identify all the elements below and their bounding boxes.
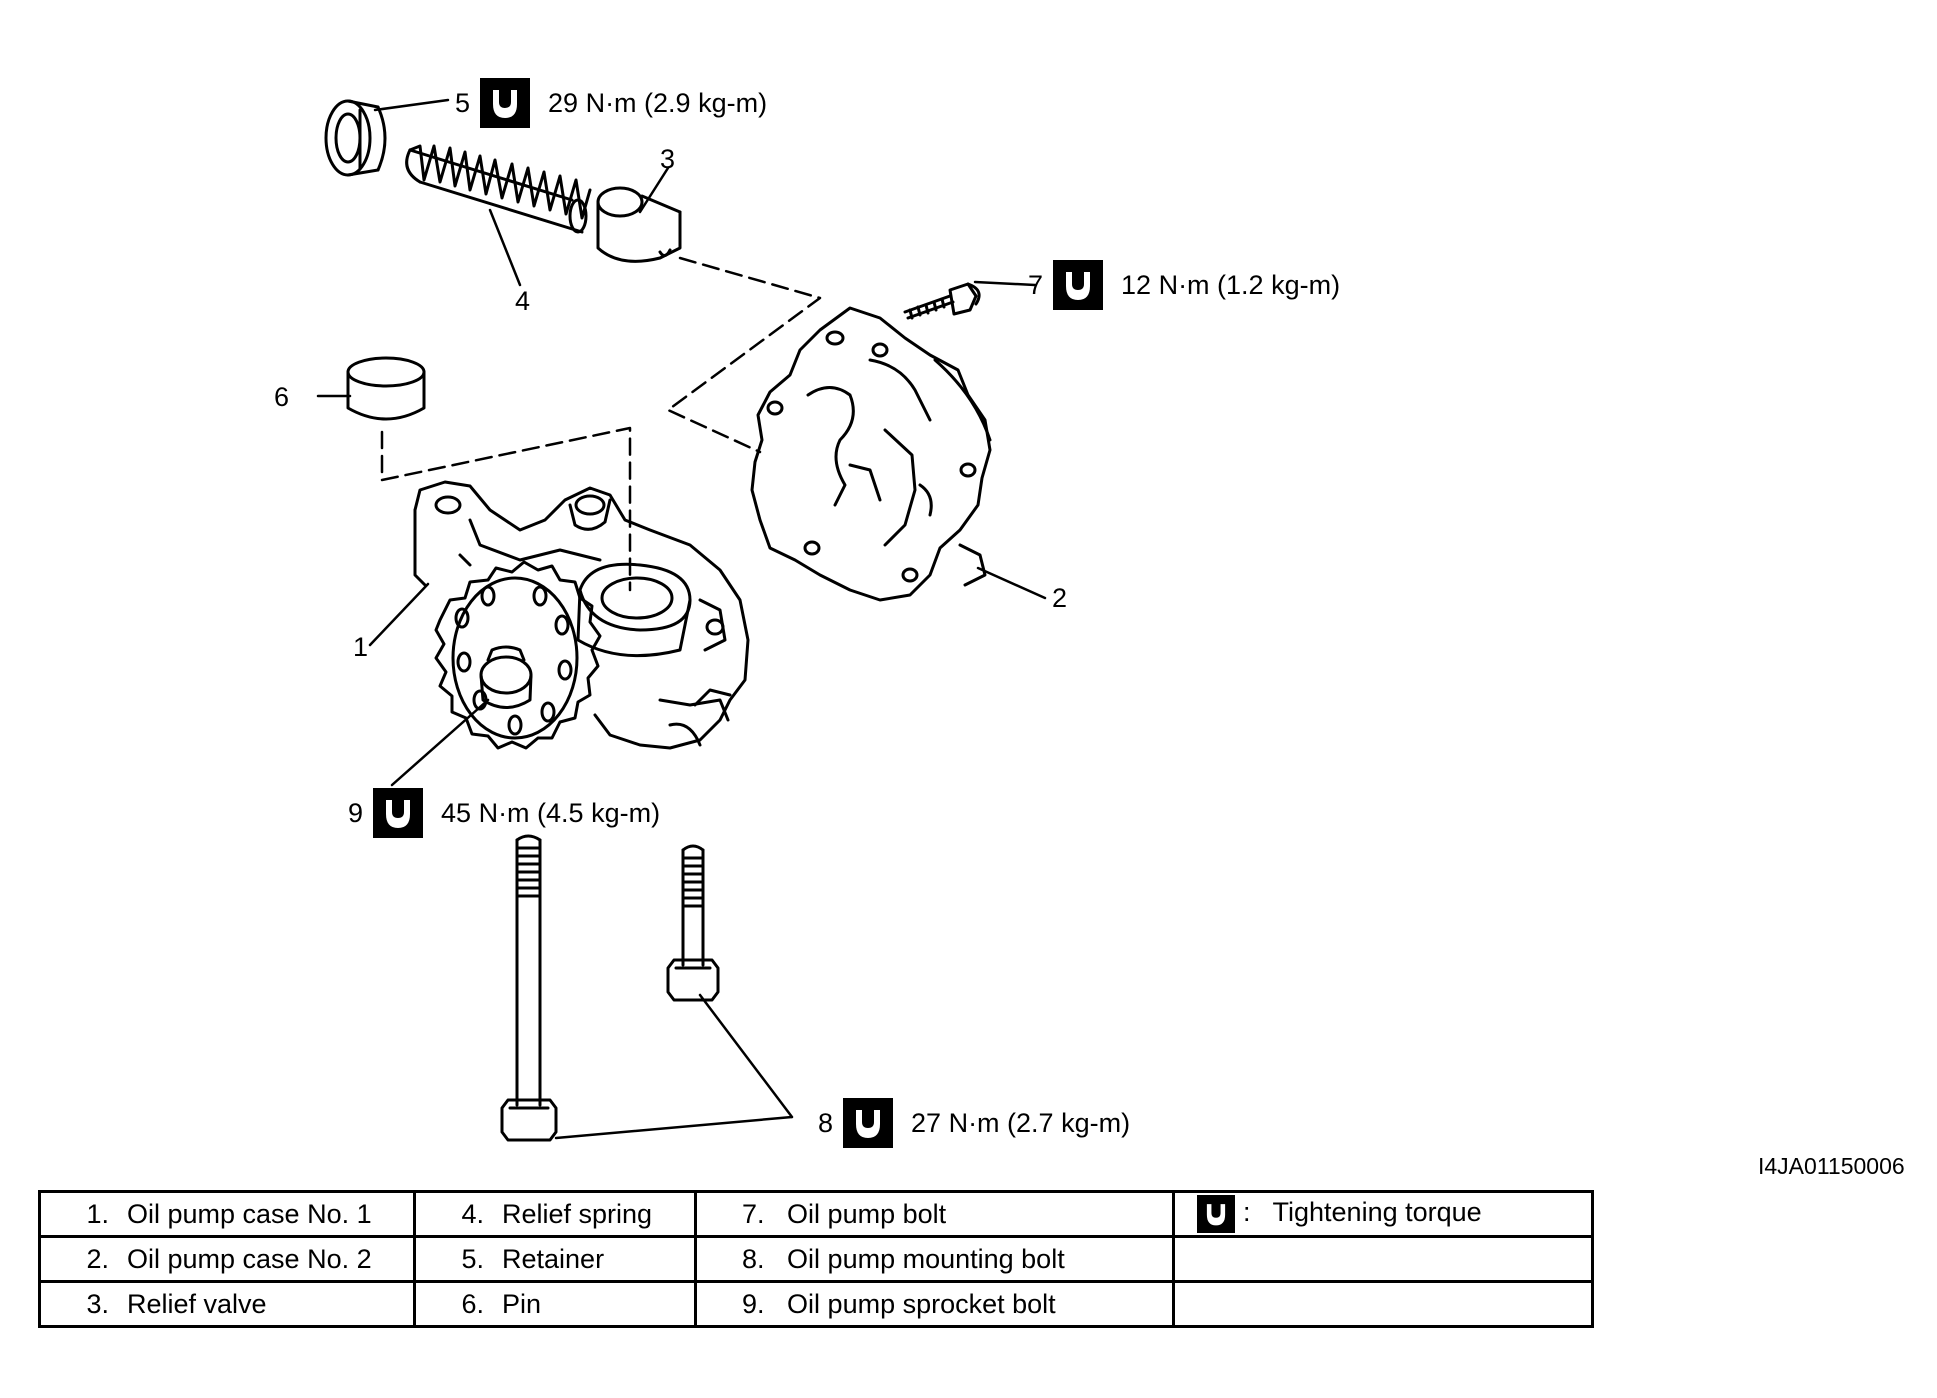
callout-6: 6 (274, 384, 299, 411)
part-oil-pump-mounting-bolt-short (666, 844, 720, 1002)
legend-cell: 2. Oil pump case No. 2 (38, 1235, 416, 1283)
wrench-icon (1053, 260, 1104, 310)
callout-3: 3 (660, 146, 685, 173)
wrench-icon (373, 788, 424, 838)
legend-table: 1. Oil pump case No. 1 4. Relief spring 7.… (38, 1190, 1594, 1328)
legend-cell-empty (1172, 1235, 1594, 1283)
legend-label: Oil pump sprocket bolt (787, 1288, 1056, 1319)
callout-number: 8 (818, 1107, 834, 1138)
diagram-code: I4JA01150006 (1758, 1153, 1905, 1179)
torque-value: 27 N·m (2.7 kg-m) (911, 1107, 1131, 1138)
legend-index: 5. (461, 1243, 484, 1274)
callout-8: 8 27 N·m (2.7 kg-m) (818, 1098, 1130, 1148)
legend-index: 1. (86, 1198, 109, 1229)
callout-number: 6 (274, 382, 290, 412)
legend-label: Retainer (502, 1243, 605, 1274)
legend-label: Pin (502, 1288, 542, 1319)
part-oil-pump-bolt (903, 282, 981, 320)
legend-label: Oil pump case No. 2 (127, 1243, 372, 1274)
callout-number: 7 (1028, 269, 1044, 300)
alignment-lines (380, 256, 822, 592)
part-oil-pump-mounting-bolt-long (500, 834, 558, 1142)
legend-index: 4. (461, 1198, 484, 1229)
legend-index: 7. (742, 1198, 765, 1229)
torque-value: 12 N·m (1.2 kg-m) (1121, 269, 1341, 300)
legend-index: 9. (742, 1288, 765, 1319)
callout-9: 9 45 N·m (4.5 kg-m) (348, 788, 660, 838)
part-relief-valve (596, 186, 682, 263)
callout-number: 3 (660, 144, 676, 174)
wrench-icon (843, 1098, 894, 1148)
callout-number: 9 (348, 797, 364, 828)
callout-number: 1 (353, 632, 369, 662)
legend-cell-empty (1172, 1280, 1594, 1328)
legend-label: Relief valve (127, 1288, 267, 1319)
legend-index: 3. (86, 1288, 109, 1319)
legend-symbol-label: : Tightening torque (1243, 1197, 1482, 1228)
table-row: 1. Oil pump case No. 1 4. Relief spring 7.… (38, 1190, 1594, 1238)
legend-cell: 1. Oil pump case No. 1 (38, 1190, 416, 1238)
wrench-icon (1197, 1195, 1235, 1233)
legend-cell: 7. Oil pump bolt (694, 1190, 1175, 1238)
part-oil-pump-case-no2 (750, 306, 992, 602)
part-oil-pump-sprocket (434, 560, 602, 750)
part-oil-pump-case-no1 (413, 480, 750, 750)
table-row: 3. Relief valve 6. Pin 9. Oil pump sprocke… (38, 1280, 1594, 1328)
part-retainer (324, 99, 387, 177)
legend-cell: 6. Pin (413, 1280, 697, 1328)
callout-1: 1 (353, 634, 378, 661)
legend-cell: 3. Relief valve (38, 1280, 416, 1328)
callout-number: 4 (515, 286, 531, 316)
wrench-icon (480, 78, 531, 128)
callout-2: 2 (1052, 585, 1077, 612)
callout-number: 5 (455, 87, 471, 118)
callout-4: 4 (515, 288, 540, 315)
legend-cell: 8. Oil pump mounting bolt (694, 1235, 1175, 1283)
table-row: 2. Oil pump case No. 2 5. Retainer 8. Oil … (38, 1235, 1594, 1283)
legend-index: 8. (742, 1243, 765, 1274)
leader-lines (316, 98, 1047, 1140)
torque-value: 29 N·m (2.9 kg-m) (548, 87, 768, 118)
legend-label: Oil pump mounting bolt (787, 1243, 1065, 1274)
legend-cell: 9. Oil pump sprocket bolt (694, 1280, 1175, 1328)
callout-7: 7 12 N·m (1.2 kg-m) (1028, 260, 1340, 310)
legend-index: 6. (461, 1288, 484, 1319)
callout-number: 2 (1052, 583, 1068, 613)
legend-cell: 4. Relief spring (413, 1190, 697, 1238)
legend-label: Oil pump case No. 1 (127, 1198, 372, 1229)
legend-index: 2. (86, 1243, 109, 1274)
legend-cell: 5. Retainer (413, 1235, 697, 1283)
legend-label: Relief spring (502, 1198, 653, 1229)
legend-label: Oil pump bolt (787, 1198, 947, 1229)
torque-value: 45 N·m (4.5 kg-m) (441, 797, 661, 828)
part-pin (346, 356, 426, 421)
part-relief-spring (405, 144, 592, 234)
callout-5: 5 29 N·m (2.9 kg-m) (455, 78, 767, 128)
legend-symbol-key: : Tightening torque (1172, 1190, 1594, 1238)
